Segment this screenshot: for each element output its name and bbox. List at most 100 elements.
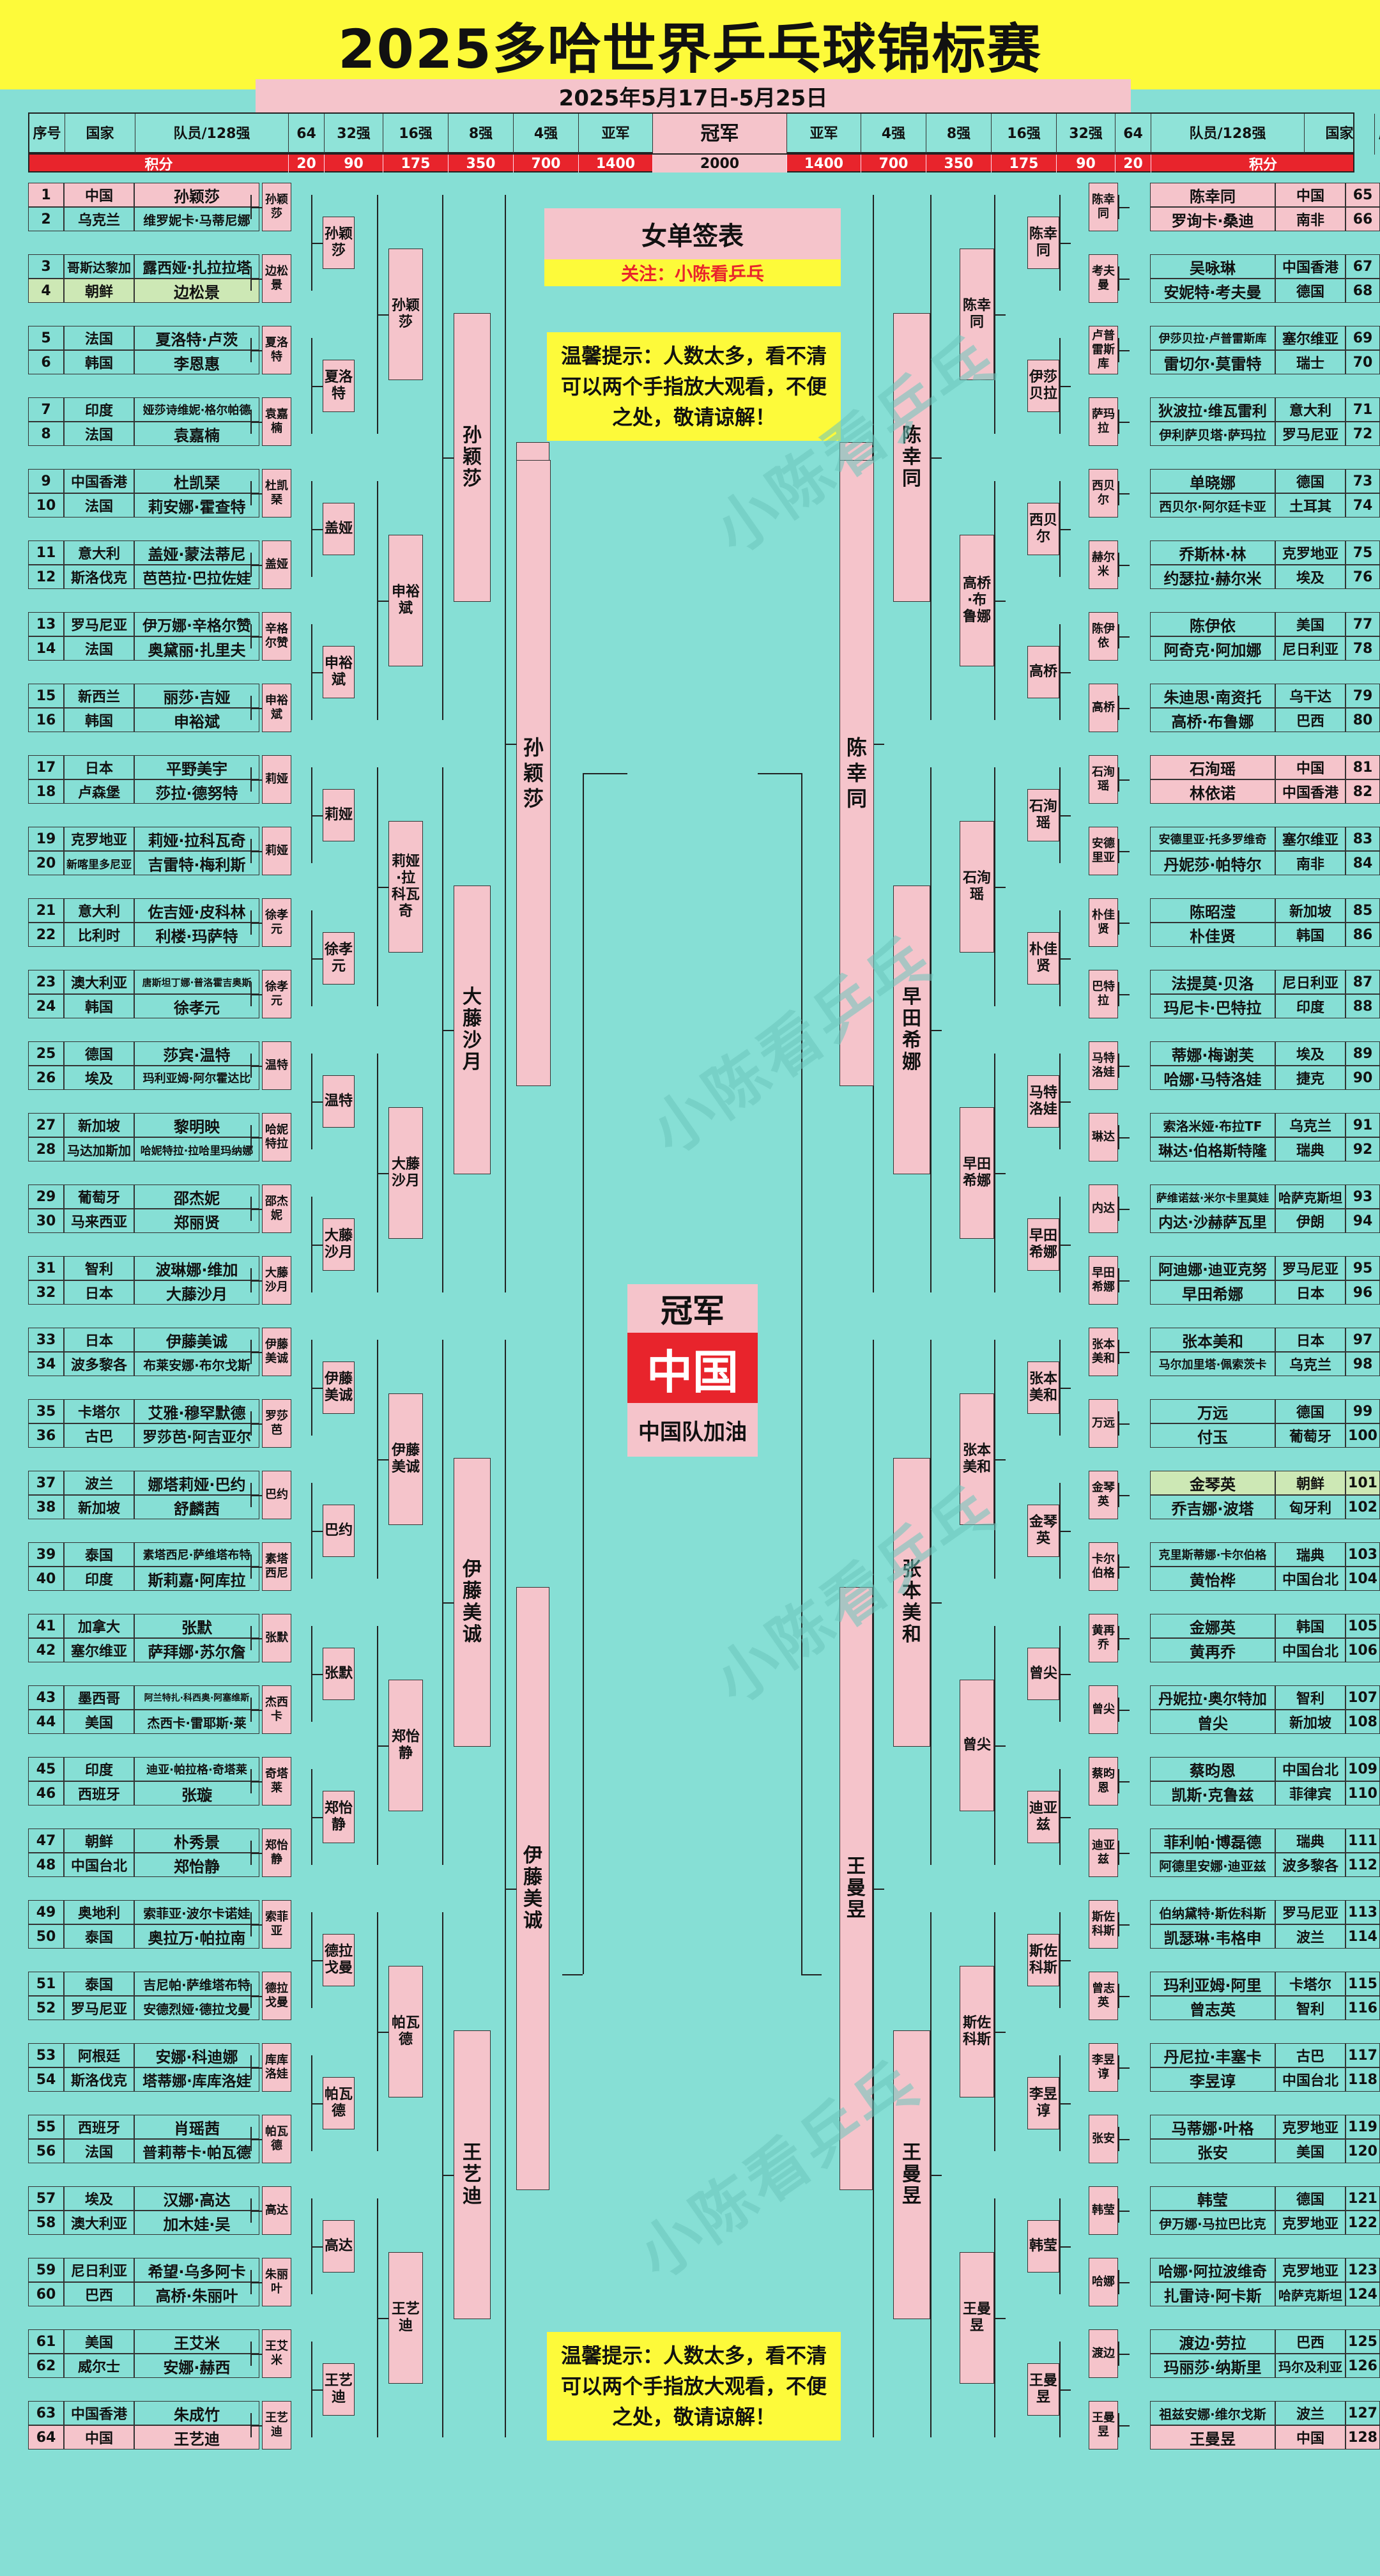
seed-number: 24 bbox=[28, 994, 64, 1018]
seed-number: 92 bbox=[1346, 1137, 1380, 1162]
bracket-line bbox=[250, 1996, 262, 1997]
header-r4: 4强 bbox=[514, 114, 579, 155]
bracket-line bbox=[1118, 1781, 1130, 1782]
player-country: 泰国 bbox=[64, 1542, 134, 1567]
player-country: 中国 bbox=[1275, 183, 1346, 207]
right-winner-r64: 萨玛拉 bbox=[1089, 397, 1118, 446]
player-name: 斯莉嘉·阿库拉 bbox=[134, 1567, 259, 1591]
seed-number: 49 bbox=[28, 1900, 64, 1924]
player-name: 阿德里安娜·迪亚兹 bbox=[1150, 1853, 1275, 1877]
player-name: 陈幸同 bbox=[1150, 183, 1275, 207]
player-name: 万远 bbox=[1150, 1399, 1275, 1423]
player-name: 单晓娜 bbox=[1150, 469, 1275, 493]
left-winner-r32: 帕瓦德 bbox=[323, 2076, 355, 2130]
player-country: 法国 bbox=[64, 422, 134, 446]
seed-number: 35 bbox=[28, 1399, 64, 1423]
player-name: 加木娃·吴 bbox=[134, 2211, 259, 2235]
seed-number: 44 bbox=[28, 1710, 64, 1734]
seed-number: 105 bbox=[1346, 1614, 1380, 1638]
right-winner-r64: 朴佳贤 bbox=[1089, 898, 1118, 947]
player-name: 丽莎·吉娅 bbox=[134, 684, 259, 708]
seed-number: 37 bbox=[28, 1471, 64, 1495]
seed-number: 2 bbox=[28, 207, 64, 231]
header-r64: 64 bbox=[289, 114, 325, 155]
player-country: 德国 bbox=[1275, 1399, 1346, 1423]
left-winner-r64: 哈妮特拉 bbox=[262, 1113, 291, 1162]
seed-number: 52 bbox=[28, 1996, 64, 2020]
seed-number: 93 bbox=[1346, 1184, 1380, 1209]
bracket-line bbox=[1118, 1495, 1130, 1496]
left-winner-r64: 素塔西尼 bbox=[262, 1542, 291, 1591]
player-name: 安妮特·考夫曼 bbox=[1150, 279, 1275, 303]
player-country: 法国 bbox=[64, 326, 134, 350]
player-country: 塞尔维亚 bbox=[1275, 827, 1346, 851]
bracket-line bbox=[250, 1495, 262, 1496]
player-country: 乌干达 bbox=[1275, 684, 1346, 708]
bracket-line bbox=[1118, 2139, 1130, 2140]
player-country: 罗马尼亚 bbox=[1275, 422, 1346, 446]
bracket-line bbox=[377, 2318, 388, 2319]
player-country: 中国 bbox=[1275, 2425, 1346, 2450]
seed-number: 83 bbox=[1346, 827, 1380, 851]
player-name: 安娜·科迪娜 bbox=[134, 2043, 259, 2067]
player-country: 泰国 bbox=[64, 1924, 134, 1949]
bracket-line bbox=[250, 636, 262, 638]
points-bar: 积分 20 90 175 350 700 1400 2000 1400 700 … bbox=[28, 153, 1354, 173]
player-country: 中国香港 bbox=[1275, 779, 1346, 804]
right-winner-r16: 石洵瑶 bbox=[960, 821, 994, 953]
seed-number: 108 bbox=[1346, 1710, 1380, 1734]
player-name: 朴佳贤 bbox=[1150, 923, 1275, 947]
seed-number: 20 bbox=[28, 851, 64, 875]
player-country: 智利 bbox=[1275, 1996, 1346, 2020]
player-name: 阿奇克·阿加娜 bbox=[1150, 636, 1275, 661]
bracket-line bbox=[442, 457, 454, 459]
bracket-line bbox=[1118, 2211, 1130, 2212]
player-country: 美国 bbox=[64, 2329, 134, 2354]
right-winner-r64: 巴特拉 bbox=[1089, 970, 1118, 1018]
player-country: 卡塔尔 bbox=[1275, 1972, 1346, 1996]
bracket-line bbox=[1118, 350, 1130, 351]
seed-number: 127 bbox=[1346, 2401, 1380, 2425]
player-name: 张安 bbox=[1150, 2139, 1275, 2163]
player-country: 巴西 bbox=[1275, 2329, 1346, 2354]
right-winner-r32: 西贝尔 bbox=[1027, 502, 1059, 556]
left-winner-r64: 夏洛特 bbox=[262, 326, 291, 374]
player-country: 西班牙 bbox=[64, 2115, 134, 2139]
bracket-line bbox=[1059, 2389, 1071, 2391]
player-name: 丹妮拉·奥尔特加 bbox=[1150, 1685, 1275, 1710]
player-name: 约瑟拉·赫尔米 bbox=[1150, 565, 1275, 589]
player-name: 马尔加里塔·佩索茨卡 bbox=[1150, 1352, 1275, 1376]
bracket-line bbox=[250, 1567, 262, 1568]
bracket-line bbox=[994, 1745, 1006, 1747]
seed-number: 117 bbox=[1346, 2043, 1380, 2067]
points-r4-right: 700 bbox=[861, 155, 926, 172]
seed-number: 22 bbox=[28, 923, 64, 947]
player-name: 芭芭拉·巴拉佐娃 bbox=[134, 565, 259, 589]
player-country: 中国香港 bbox=[64, 2401, 134, 2425]
seed-number: 100 bbox=[1346, 1423, 1380, 1448]
player-country: 克罗地亚 bbox=[1275, 2211, 1346, 2235]
player-country: 加拿大 bbox=[64, 1614, 134, 1638]
right-winner-r32: 早田希娜 bbox=[1027, 1218, 1059, 1271]
seed-number: 90 bbox=[1346, 1066, 1380, 1090]
right-winner-r64: 渡边 bbox=[1089, 2329, 1118, 2378]
seed-number: 119 bbox=[1346, 2115, 1380, 2139]
seed-number: 56 bbox=[28, 2139, 64, 2163]
player-country: 古巴 bbox=[64, 1423, 134, 1448]
bracket-line bbox=[994, 2032, 1006, 2033]
seed-number: 46 bbox=[28, 1781, 64, 1805]
player-name: 奥黛丽·扎里夫 bbox=[134, 636, 259, 661]
player-name: 莉娅·拉科瓦奇 bbox=[134, 827, 259, 851]
right-winner-r32: 斯佐科斯 bbox=[1027, 1933, 1059, 1987]
points-r64: 20 bbox=[289, 155, 325, 172]
player-country: 德国 bbox=[1275, 2186, 1346, 2211]
player-name: 克里斯蒂娜·卡尔伯格 bbox=[1150, 1542, 1275, 1567]
bracket-line bbox=[1118, 1567, 1130, 1568]
seed-number: 107 bbox=[1346, 1685, 1380, 1710]
left-winner-r64: 索菲亚 bbox=[262, 1900, 291, 1949]
right-winner-r32: 迪亚兹 bbox=[1027, 1790, 1059, 1844]
player-name: 黄怡桦 bbox=[1150, 1567, 1275, 1591]
seed-number: 65 bbox=[1346, 183, 1380, 207]
seed-number: 58 bbox=[28, 2211, 64, 2235]
